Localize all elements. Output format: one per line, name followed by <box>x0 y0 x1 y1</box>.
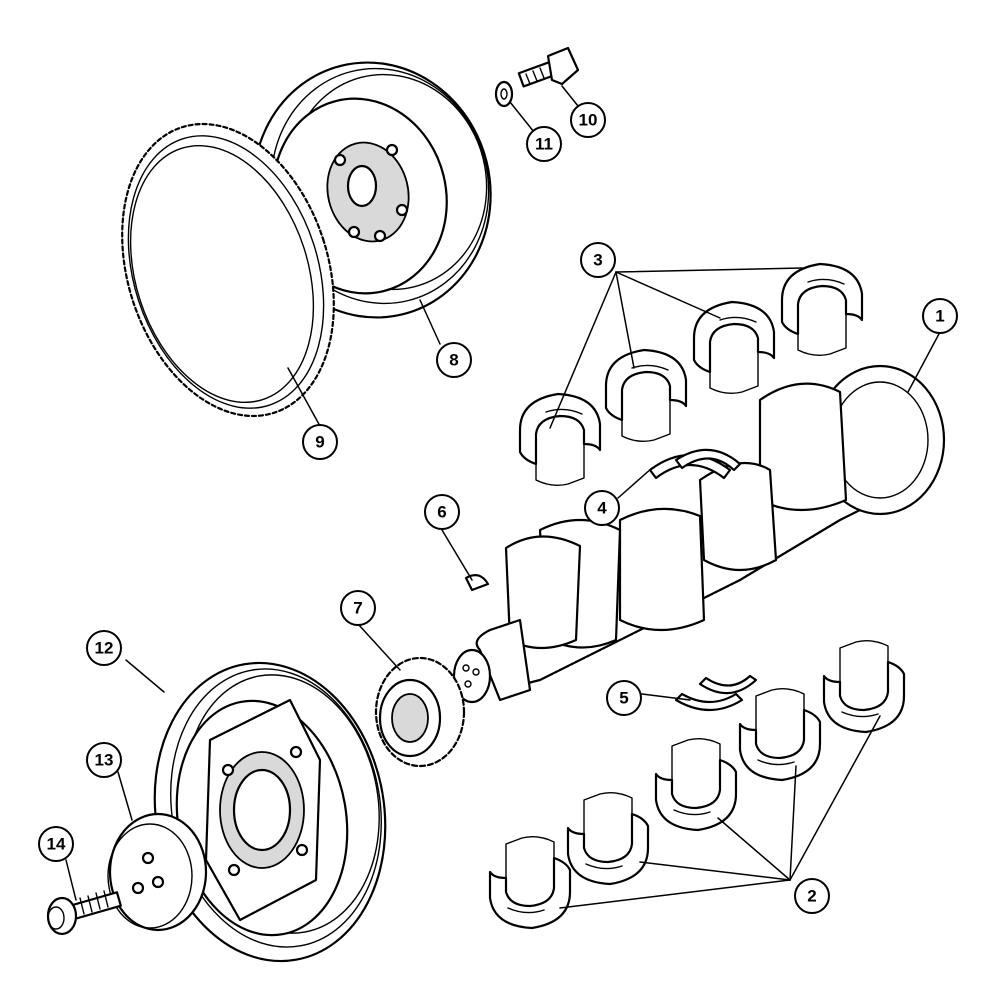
svg-text:14: 14 <box>47 835 66 854</box>
svg-text:4: 4 <box>597 499 607 518</box>
svg-text:2: 2 <box>807 887 816 906</box>
svg-text:6: 6 <box>437 503 446 522</box>
leader-lines <box>65 85 941 909</box>
callout-12: 12 <box>86 630 122 666</box>
flywheel-bolt <box>517 46 580 88</box>
crankshaft <box>452 364 946 704</box>
callout-8: 8 <box>436 342 472 378</box>
washer <box>494 80 514 108</box>
callout-11: 11 <box>526 126 562 162</box>
callout-4: 4 <box>584 490 620 526</box>
crankshaft-gear <box>374 656 466 768</box>
svg-text:3: 3 <box>593 251 602 270</box>
svg-text:7: 7 <box>353 599 362 618</box>
svg-text:12: 12 <box>95 639 114 658</box>
svg-text:9: 9 <box>315 433 324 452</box>
woodruff-key <box>464 573 490 592</box>
pulley-washer <box>107 812 208 932</box>
ring-gear <box>121 122 335 418</box>
thrust-washers-lower <box>674 674 758 711</box>
svg-text:1: 1 <box>935 307 944 326</box>
svg-text:13: 13 <box>95 751 114 770</box>
callout-13: 13 <box>86 742 122 778</box>
callout-1: 1 <box>922 298 958 334</box>
svg-text:8: 8 <box>449 351 458 370</box>
svg-text:5: 5 <box>619 689 628 708</box>
callout-3: 3 <box>580 242 616 278</box>
callout-9: 9 <box>302 424 338 460</box>
svg-text:10: 10 <box>579 111 598 130</box>
svg-text:11: 11 <box>535 135 553 154</box>
callout-14: 14 <box>38 826 74 862</box>
thrust-washers-upper <box>648 448 742 480</box>
callout-2: 2 <box>794 878 830 914</box>
pulley-bolt <box>46 890 122 936</box>
callout-5: 5 <box>606 680 642 716</box>
callout-7: 7 <box>340 590 376 626</box>
crankshaft-pulley <box>153 661 387 963</box>
callout-10: 10 <box>570 102 606 138</box>
callout-6: 6 <box>424 494 460 530</box>
